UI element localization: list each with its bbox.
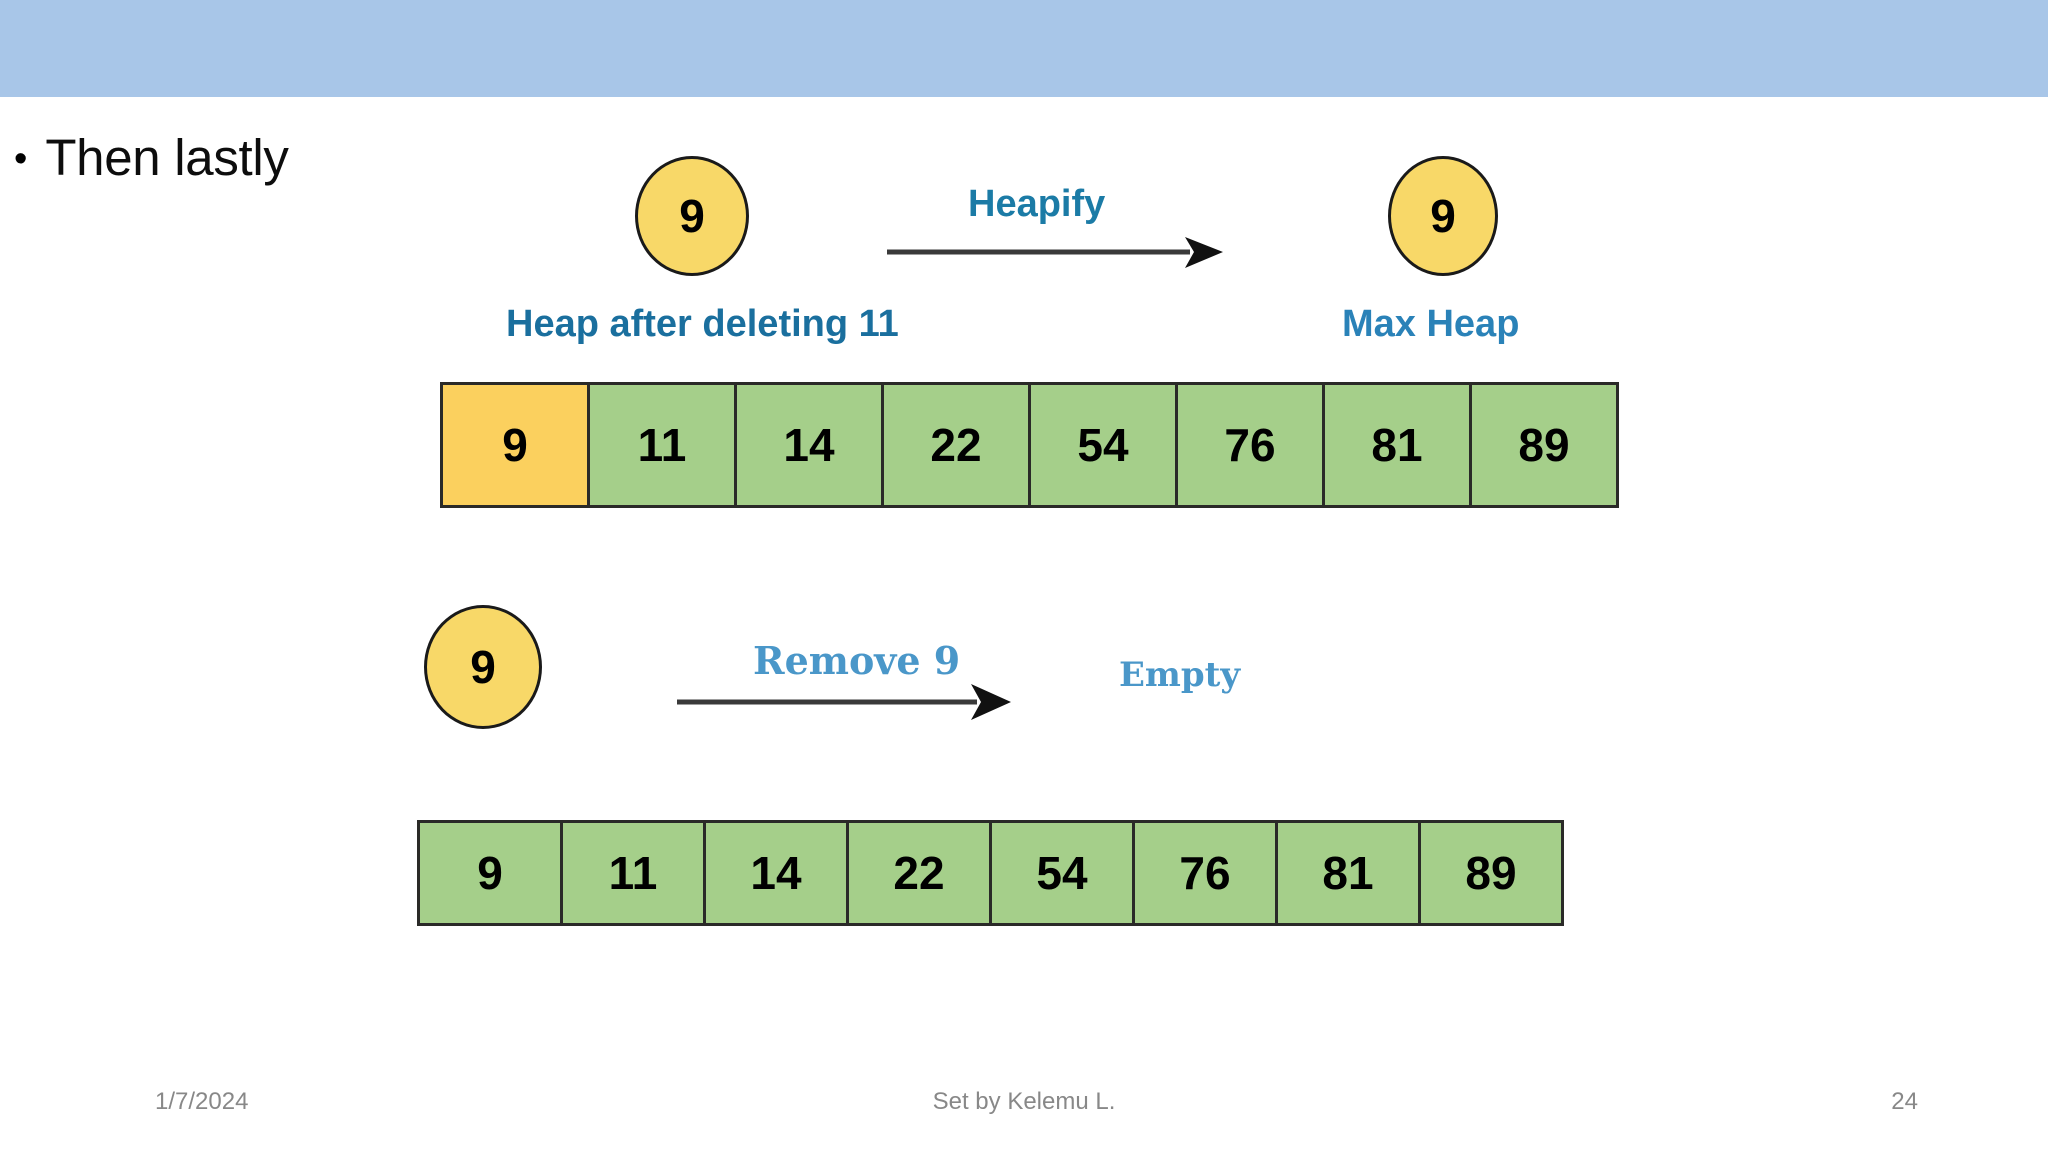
- array-cell: 76: [1175, 382, 1325, 508]
- array-cell: 22: [881, 382, 1031, 508]
- array-cell: 81: [1322, 382, 1472, 508]
- array-cell-value: 11: [637, 419, 687, 471]
- array-cell: 89: [1469, 382, 1619, 508]
- array-cell: 9: [440, 382, 590, 508]
- array-cell-value: 76: [1179, 847, 1231, 899]
- array-cell: 76: [1132, 820, 1278, 926]
- heap-node-remove: 9: [424, 605, 542, 729]
- heap-node-value: 9: [1430, 190, 1456, 242]
- bullet-marker: •: [14, 138, 28, 180]
- array-cell: 11: [560, 820, 706, 926]
- array-cell: 81: [1275, 820, 1421, 926]
- heap-node-value: 9: [470, 641, 496, 693]
- array-cell: 14: [734, 382, 884, 508]
- array-cell-value: 54: [1077, 419, 1129, 471]
- empty-result-label: Empty: [1119, 655, 1241, 695]
- array-cell-value: 89: [1465, 847, 1517, 899]
- array-cell-value: 76: [1224, 419, 1276, 471]
- array-cell: 54: [1028, 382, 1178, 508]
- array-cell-value: 22: [930, 419, 982, 471]
- heapify-arrow-icon: [885, 232, 1225, 277]
- array-cell: 22: [846, 820, 992, 926]
- array-cell-value: 9: [502, 419, 528, 471]
- footer-attribution: Set by Kelemu L.: [932, 1088, 1116, 1115]
- array-cell: 11: [587, 382, 737, 508]
- slide-footer: 1/7/2024 Set by Kelemu L. 24: [0, 1066, 2048, 1152]
- remove-9-arrow-icon: [675, 682, 1015, 727]
- footer-date: 1/7/2024: [155, 1088, 249, 1115]
- title-band: [0, 0, 2048, 97]
- array-cell-value: 81: [1322, 847, 1374, 899]
- array-cell: 89: [1418, 820, 1564, 926]
- heapify-arrow-label: Heapify: [968, 183, 1106, 225]
- heap-node-value: 9: [679, 190, 705, 242]
- array-cell-value: 89: [1518, 419, 1570, 471]
- remove-9-arrow-label: Remove 9: [753, 638, 961, 683]
- array-cell: 9: [417, 820, 563, 926]
- heap-node-max-heap: 9: [1388, 156, 1498, 276]
- array-row-top: 9 11 14 22 54 76 81 89: [440, 382, 1619, 508]
- array-cell-value: 54: [1036, 847, 1088, 899]
- array-row-bottom: 9 11 14 22 54 76 81 89: [417, 820, 1564, 926]
- array-cell-value: 11: [608, 847, 658, 899]
- heap-node-after-delete: 9: [635, 156, 749, 276]
- array-cell-value: 22: [893, 847, 945, 899]
- bullet-line: • Then lastly: [14, 128, 289, 187]
- array-cell: 14: [703, 820, 849, 926]
- array-cell-value: 14: [783, 419, 835, 471]
- bullet-text: Then lastly: [45, 129, 289, 186]
- array-cell-value: 9: [477, 847, 503, 899]
- array-cell: 54: [989, 820, 1135, 926]
- max-heap-caption: Max Heap: [1342, 303, 1520, 345]
- footer-page-number: 24: [1891, 1088, 1918, 1115]
- array-cell-value: 14: [750, 847, 802, 899]
- array-cell-value: 81: [1371, 419, 1423, 471]
- heap-after-deleting-caption: Heap after deleting 11: [506, 303, 899, 345]
